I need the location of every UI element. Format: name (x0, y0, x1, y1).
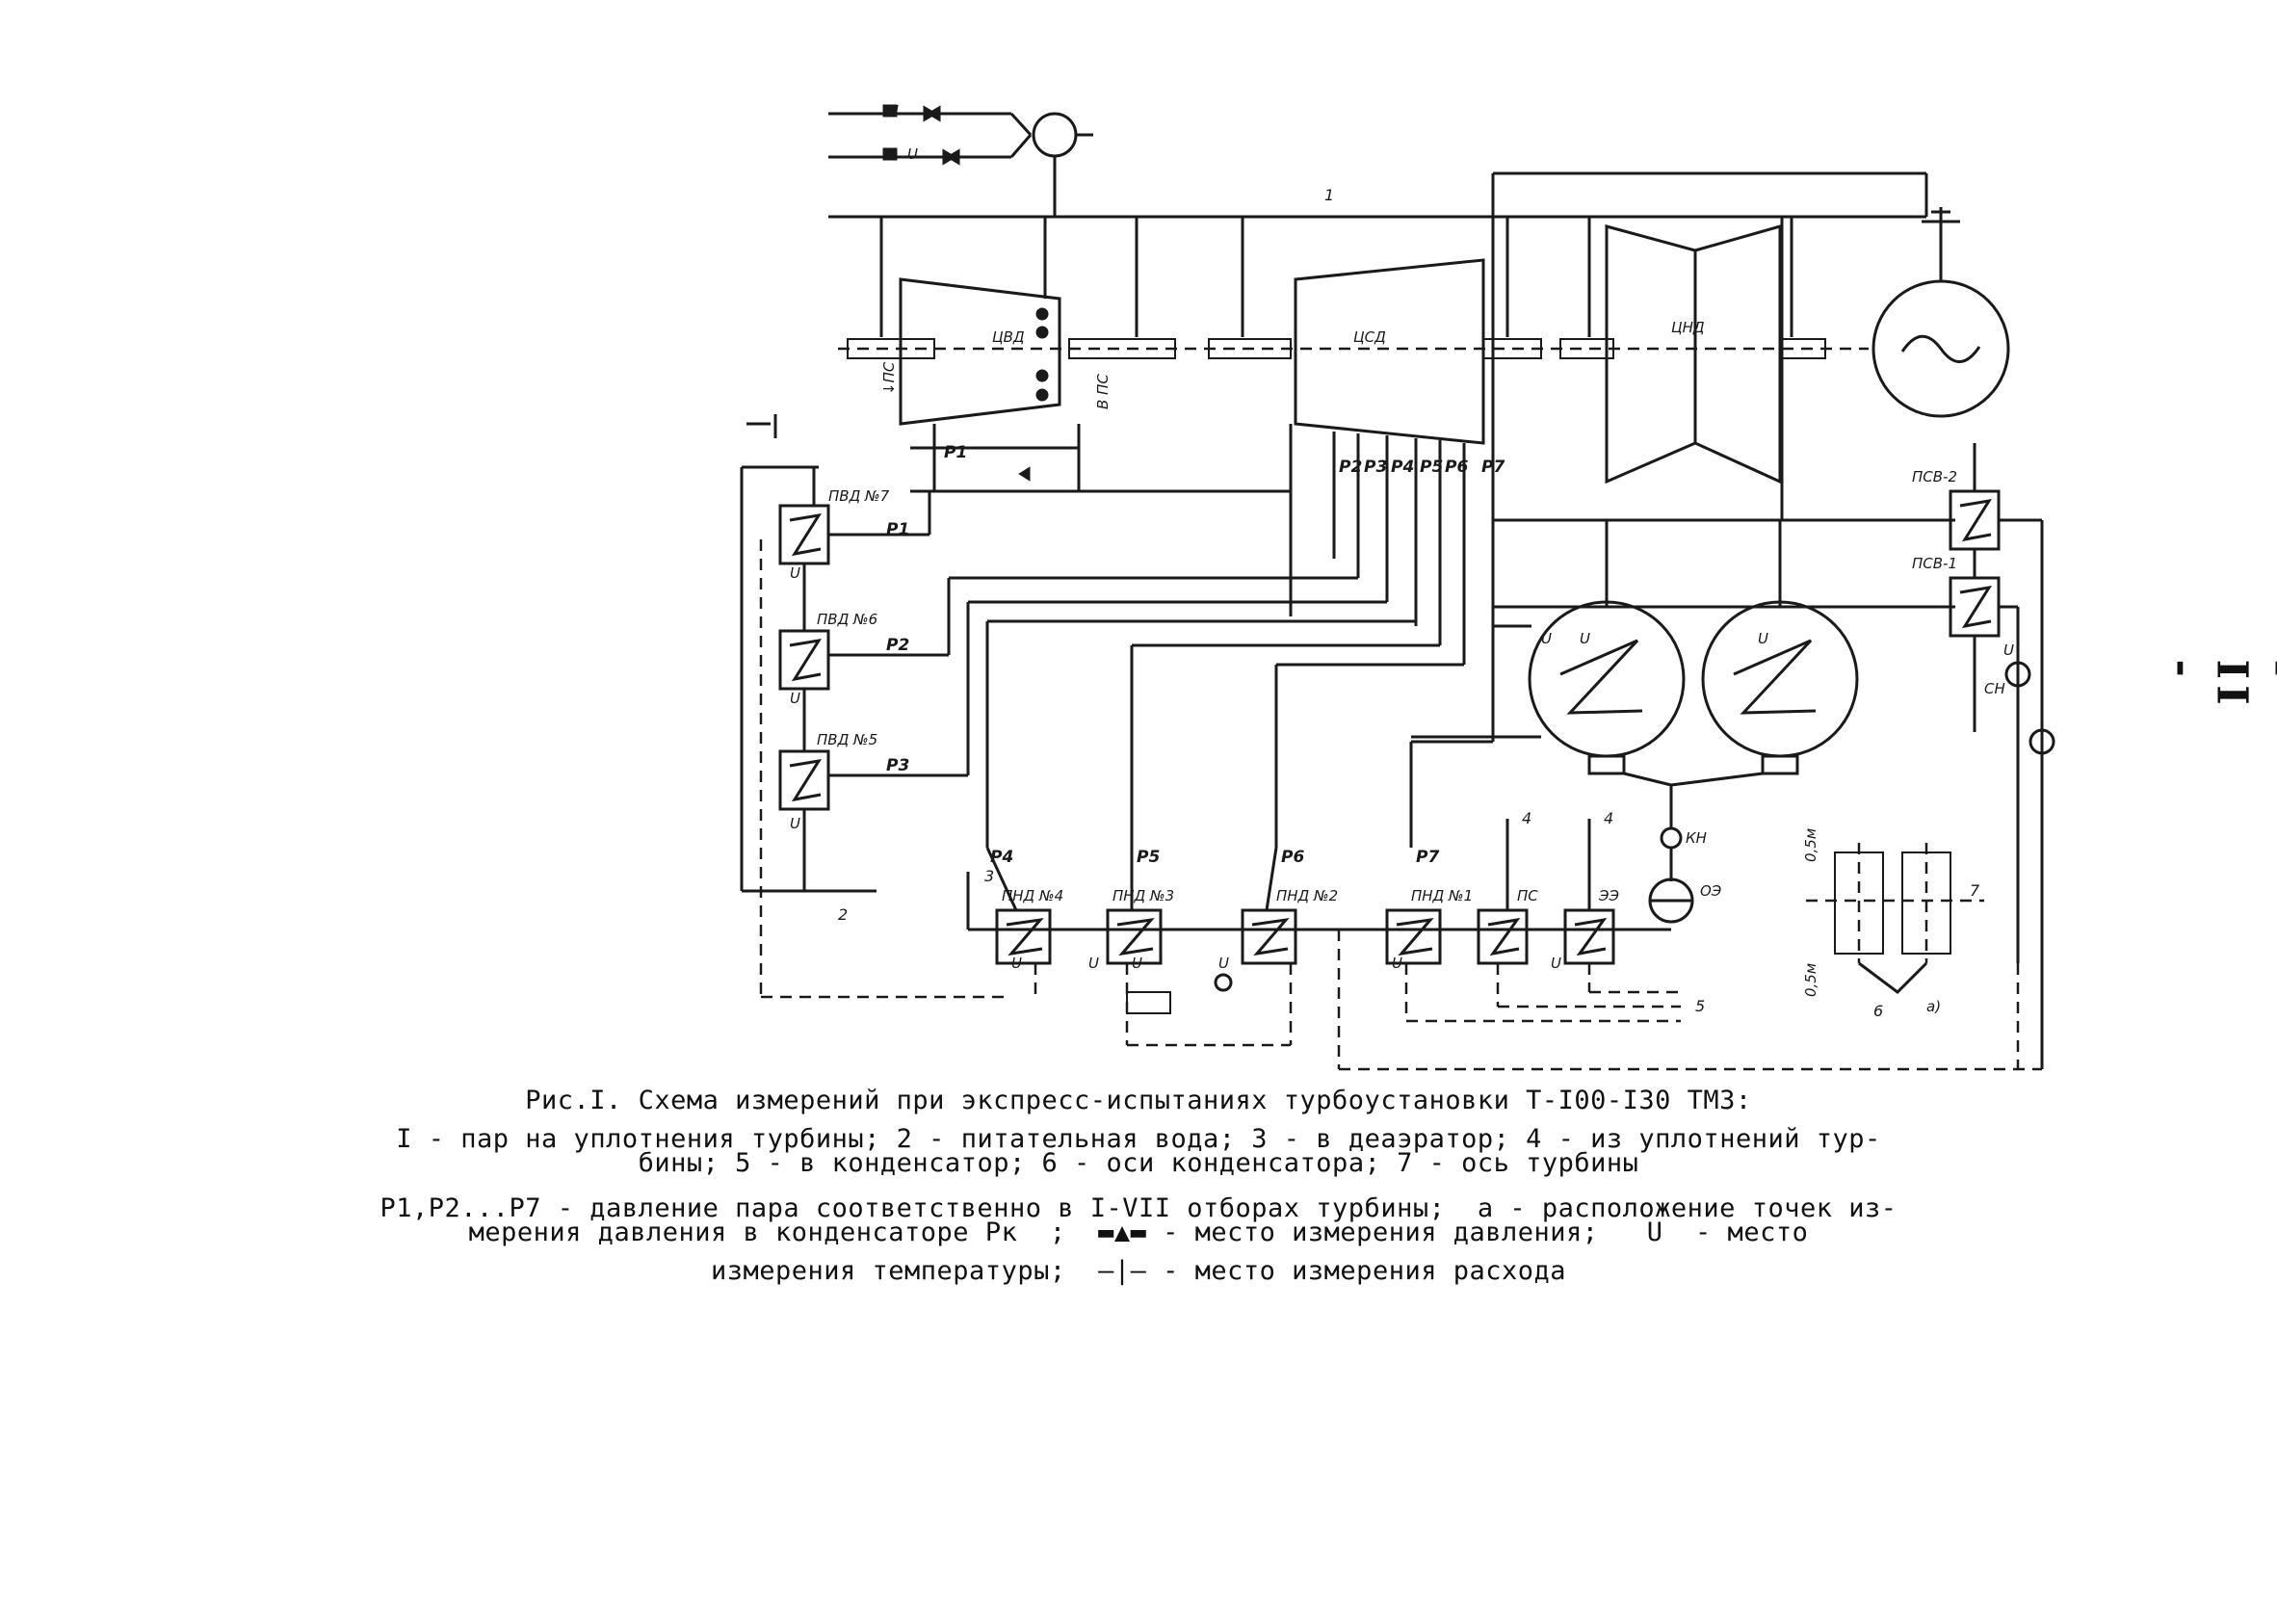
label-pnd3: ПНД №3 (1112, 887, 1174, 904)
label-dim2: 0,5м (1802, 963, 1819, 997)
label-cvd: ЦВД (992, 328, 1025, 346)
condenser-1 (1528, 600, 1686, 758)
page-number: - II - (2158, 659, 2277, 711)
temperature-point-5: U (790, 815, 800, 832)
generator (1871, 207, 2010, 418)
caption-line-3: P1,P2...P7 - давление пара соответственн… (380, 1193, 1898, 1223)
label-4a: 4 (1522, 809, 1531, 827)
temperature-point-2: U (907, 145, 918, 163)
label-p7-lp: P7 (1416, 848, 1439, 867)
temperature-point-8: U (1011, 955, 1022, 972)
caption-line-1: I - пар на уплотнения турбины; 2 - питат… (396, 1124, 1881, 1154)
label-sn: СН (1984, 680, 2005, 697)
temperature-point-10: U (1392, 955, 1402, 972)
label-pnd4: ПНД №4 (1002, 887, 1063, 904)
psv-2 (1949, 489, 2001, 551)
label-7: 7 (1970, 881, 1980, 900)
hpph-7 (778, 504, 830, 565)
lpph-2 (1241, 908, 1297, 965)
label-kn: КН (1686, 829, 1707, 847)
label-csd: ЦСД (1353, 328, 1386, 346)
label-p2-hp: P2 (886, 636, 909, 655)
label-ps: ПС (1517, 887, 1538, 904)
label-2: 2 (838, 905, 848, 924)
condensers: КН ОЭ (1411, 600, 1859, 924)
label-5: 5 (1695, 997, 1705, 1015)
network-heaters: ПСВ-2 ПСВ-1 СН (1339, 443, 2055, 1071)
lp-extraction-lines (985, 520, 1495, 848)
label-cnd: ЦНД (1671, 319, 1705, 336)
hp-heaters: ПВД №7 P1 ПВД №6 P2 ПВД №5 P3 2 (740, 414, 1387, 999)
label-psv2: ПСВ-2 (1912, 468, 1957, 485)
hp-cylinder: ЦВД ↓ПС В ПС (880, 277, 1112, 426)
label-p7-ex: P7 (1481, 458, 1505, 477)
label-pnd2: ПНД №2 (1276, 887, 1338, 904)
label-p2-ex: P2 (1339, 458, 1362, 477)
lp-cylinder: ЦНД (1491, 215, 1784, 522)
caption-line-4: мерения давления в конденсаторе Pк ; ▬▲▬… (468, 1218, 1809, 1247)
label-ese: ЭЭ (1598, 887, 1619, 904)
stop-valve (1032, 112, 1078, 158)
temperature-point-14: U (1541, 630, 1552, 647)
label-p3-hp: P3 (886, 756, 909, 775)
temperature-point-3: U (790, 564, 800, 582)
caption-line-5: измерения температуры; —|— - место измер… (710, 1256, 1567, 1286)
label-p5-ex: P5 (1420, 458, 1443, 477)
label-oe: ОЭ (1700, 882, 1722, 900)
label-pnd1: ПНД №1 (1411, 887, 1473, 904)
label-6: 6 (1873, 1002, 1883, 1020)
caption-line-2: бины; 5 - в конденсатор; 6 - оси конденс… (638, 1148, 1639, 1178)
steam-inlets (828, 104, 1093, 217)
figure-title: Рис.I. Схема измерений при экспресс-испы… (525, 1086, 1752, 1115)
label-p6-ex: P6 (1445, 458, 1468, 477)
label-pvd6: ПВД №6 (817, 611, 877, 628)
lpph-3 (1106, 908, 1163, 965)
lpph-1 (1385, 908, 1442, 965)
temperature-point-6: U (1132, 955, 1142, 972)
label-hp-extr: ↓ПС (880, 361, 898, 395)
label-dim1: 0,5м (1802, 828, 1819, 862)
label-p1-ex: P1 (944, 443, 967, 462)
label-p6-lp: P6 (1281, 848, 1304, 867)
label-a-detail: а) (1926, 998, 1941, 1015)
hpph-5 (778, 749, 830, 811)
label-4b: 4 (1604, 809, 1613, 827)
ip-cylinder: ЦСД (1294, 258, 1485, 445)
label-p4-lp: P4 (990, 848, 1013, 867)
temperature-point-12: U (1580, 630, 1590, 647)
psv-1 (1949, 576, 2001, 638)
label-p1-hp: P1 (886, 520, 909, 539)
label-p4-ex: P4 (1391, 458, 1414, 477)
seal-cooler (1477, 908, 1529, 965)
label-1: 1 (1324, 186, 1334, 204)
label-pvd7: ПВД №7 (828, 487, 890, 505)
temperature-point-1: U (888, 102, 899, 119)
lpph-4 (995, 908, 1052, 965)
label-p5-lp: P5 (1137, 848, 1160, 867)
temperature-point-4: U (790, 690, 800, 707)
label-pvd5: ПВД №5 (817, 731, 877, 748)
condenser-2 (1701, 600, 1859, 758)
detail-a: 6 7 а) 0,5м 0,5м (1802, 828, 1984, 1020)
temperature-point-9: U (1088, 955, 1099, 972)
temperature-point-7: U (1218, 955, 1229, 972)
lp-heaters: ПНД №4 P4 ПНД №3 P5 ПНД №2 P6 ПНД №1 P7 … (966, 809, 1705, 1069)
label-psv1: ПСВ-1 (1912, 555, 1957, 572)
label-p3-ex: P3 (1364, 458, 1387, 477)
label-hp-extr2: В ПС (1094, 374, 1112, 409)
temperature-point-15: U (2003, 642, 2014, 659)
temperature-point-13: U (1758, 630, 1768, 647)
label-3: 3 (984, 867, 994, 885)
extraction-lines: P2 P3 P4 P5 P6 P7 P1 (910, 424, 1505, 645)
hpph-6 (778, 629, 830, 691)
temperature-point-11: U (1551, 955, 1561, 972)
seal-steam-header: 1 (828, 171, 1928, 337)
